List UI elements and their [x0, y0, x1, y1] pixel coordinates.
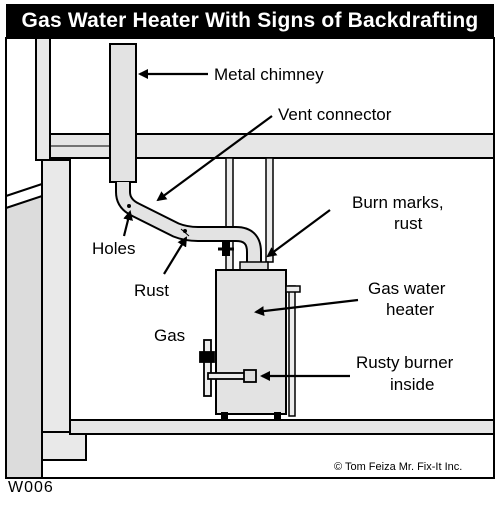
leader-arrows [122, 69, 359, 381]
vent-connector [115, 182, 262, 262]
label-rust: Rust [134, 281, 169, 300]
label-burn-marks-line1: Burn marks, [352, 193, 444, 212]
draft-hood [239, 261, 269, 271]
label-holes: Holes [92, 239, 135, 258]
relief-pipe [288, 285, 296, 417]
metal-chimney [109, 43, 137, 183]
hole-marks [127, 204, 131, 208]
figure-code: W006 [8, 479, 54, 496]
floor [69, 419, 495, 435]
label-gas: Gas [154, 326, 185, 345]
water-heater-tank [215, 269, 287, 415]
gas-line [199, 339, 257, 397]
label-metal-chimney: Metal chimney [214, 65, 324, 84]
label-vent-connector: Vent connector [278, 105, 392, 124]
label-burn-marks-line2: rust [394, 214, 423, 233]
label-rusty-burner-line1: Rusty burner [356, 353, 454, 372]
diagram-title: Gas Water Heater With Signs of Backdraft… [21, 9, 479, 32]
label-gas-water-heater-line1: Gas water [368, 279, 446, 298]
label-gas-water-heater-line2: heater [386, 300, 435, 319]
title-bar: Gas Water Heater With Signs of Backdraft… [6, 4, 494, 38]
copyright-text: © Tom Feiza Mr. Fix-It Inc. [334, 461, 462, 473]
exterior-siding [5, 194, 43, 479]
label-rusty-burner-line2: inside [390, 375, 434, 394]
